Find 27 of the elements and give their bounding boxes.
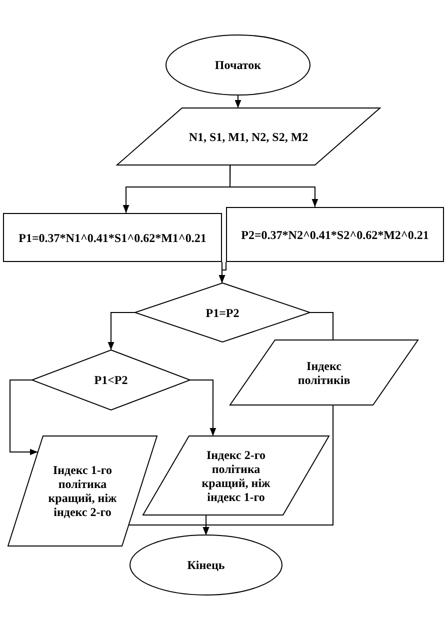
input-output-parallelogram	[143, 436, 329, 515]
terminal-ellipse	[166, 35, 310, 95]
arrow	[234, 94, 242, 108]
input-output-parallelogram	[230, 340, 418, 405]
process-box	[3, 213, 222, 262]
node-text: P2=0.37*N2^0.41*S2^0.62*M2^0.21	[241, 228, 429, 242]
arrow	[310, 312, 334, 340]
node-text: Індекс 2-го політика кращий, ніж індекс 1-го	[200, 448, 272, 504]
node-text: Індекс 1-го політика кращий, ніж індекс 2-го	[47, 463, 118, 519]
terminal-ellipse	[130, 535, 282, 595]
node-text: Кінець	[187, 558, 225, 572]
arrow	[230, 164, 318, 208]
arrow	[190, 380, 216, 436]
node-text: Індекс політиків	[296, 358, 352, 386]
arrow	[108, 312, 136, 350]
input-output-parallelogram	[8, 436, 157, 546]
arrow	[10, 380, 38, 456]
node-text: P1=0.37*N1^0.41*S1^0.62*M1^0.21	[18, 230, 206, 244]
arrow	[202, 514, 210, 536]
node-text: N1, S1, M1, N2, S2, M2	[188, 130, 308, 144]
input-output-parallelogram	[117, 108, 380, 165]
decision-diamond	[32, 350, 190, 410]
decision-diamond	[135, 283, 310, 342]
process-box	[226, 207, 444, 262]
node-text: P1=P2	[206, 306, 240, 320]
node-text: Початок	[214, 58, 262, 72]
node-text: P1<P2	[94, 373, 128, 387]
